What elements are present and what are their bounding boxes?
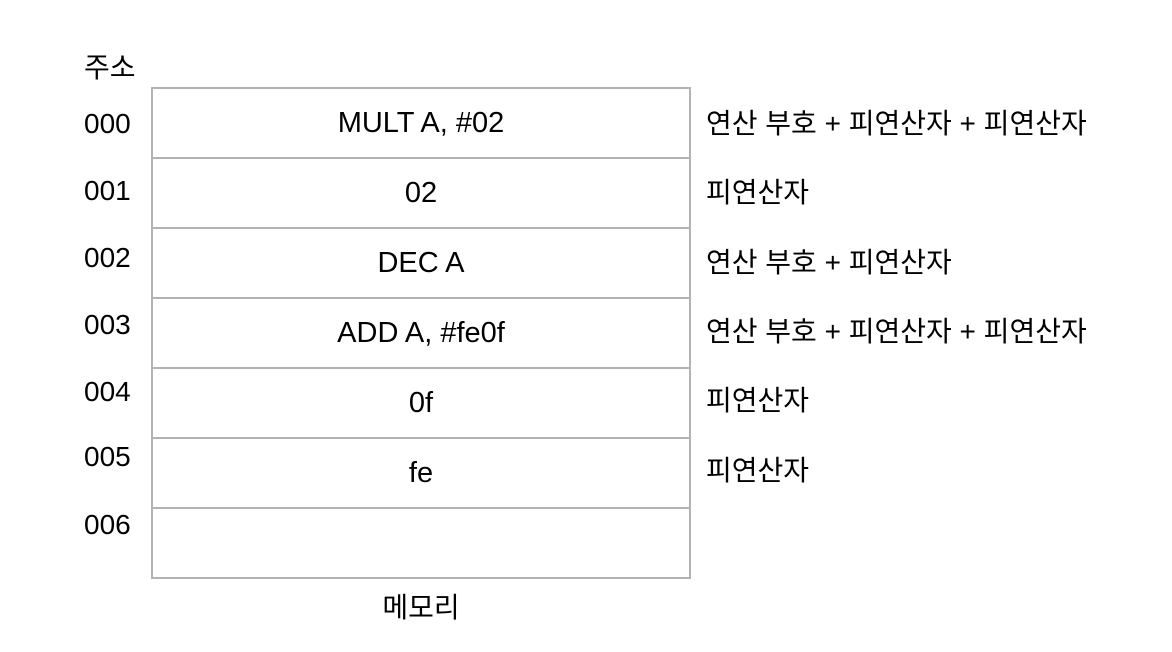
memory-cell: MULT A, #02: [153, 89, 689, 159]
memory-cell: fe: [153, 439, 689, 509]
address-label: 004: [84, 376, 131, 407]
address-label: 006: [84, 509, 131, 540]
address-header: 주소: [84, 52, 136, 83]
memory-label: 메모리: [382, 592, 460, 623]
address-label: 003: [84, 309, 131, 340]
address-label: 001: [84, 175, 131, 206]
cell-note: 피연산자: [706, 177, 810, 208]
cell-note: 피연산자: [706, 455, 810, 486]
address-label: 000: [84, 108, 131, 139]
memory-cell: 0f: [153, 369, 689, 439]
memory-cell: ADD A, #fe0f: [153, 299, 689, 369]
address-label: 005: [84, 441, 131, 472]
memory-cell: [153, 509, 689, 577]
cell-note: 연산 부호 + 피연산자 + 피연산자: [706, 316, 1087, 347]
memory-cell: 02: [153, 159, 689, 229]
memory-table: MULT A, #02 02 DEC A ADD A, #fe0f 0f fe: [151, 87, 691, 579]
cell-note: 연산 부호 + 피연산자: [706, 247, 952, 278]
cell-note: 연산 부호 + 피연산자 + 피연산자: [706, 108, 1087, 139]
address-label: 002: [84, 242, 131, 273]
cell-note: 피연산자: [706, 385, 810, 416]
memory-cell: DEC A: [153, 229, 689, 299]
